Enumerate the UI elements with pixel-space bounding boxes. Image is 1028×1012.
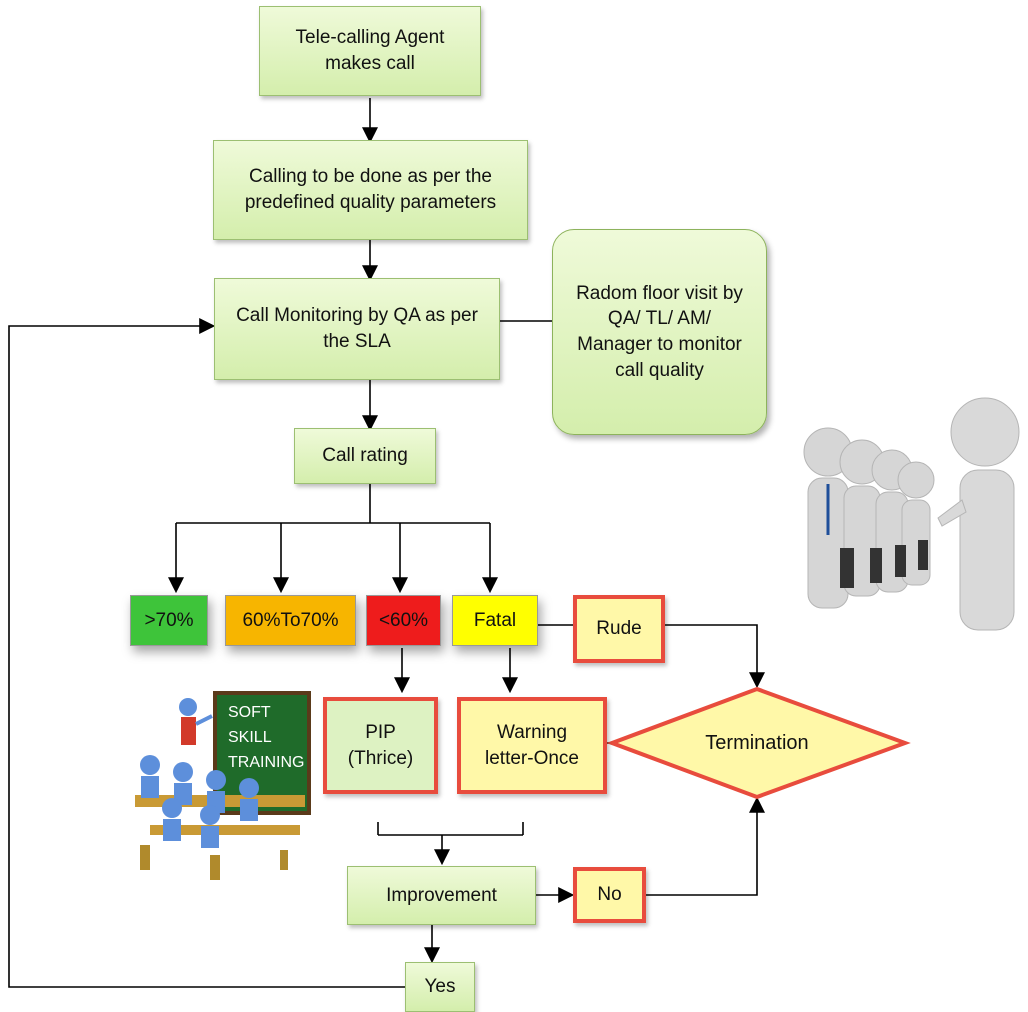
no-box: No [573, 867, 646, 923]
call-monitoring-box: Call Monitoring by QA as per the SLA [214, 278, 500, 380]
60-to-70-box: 60%To70% [225, 595, 356, 646]
chalkboard [213, 691, 311, 815]
below-60-box: <60% [366, 595, 441, 646]
fatal-box: Fatal [452, 595, 538, 646]
warning-box: Warning letter-Once [457, 697, 607, 794]
manager-team-illustration [803, 397, 1020, 631]
soft-skill-training-illustration: SOFT SKILL TRAINING [135, 691, 311, 880]
calling-parameters-box: Calling to be done as per the predefined… [213, 140, 528, 240]
rude-box: Rude [573, 595, 665, 663]
improvement-box: Improvement [347, 866, 536, 925]
svg-text:SKILL: SKILL [228, 729, 272, 746]
above-70-box: >70% [130, 595, 208, 646]
arrow-no-to-termination [646, 796, 765, 896]
arrow-rude-to-termination [665, 624, 765, 689]
arrow-yes-loop-to-monitor [8, 318, 405, 988]
agent-call-box: Tele-calling Agent makes call [259, 6, 481, 96]
svg-text:SOFT: SOFT [228, 704, 271, 721]
yes-box: Yes [405, 962, 475, 1012]
termination-diamond [606, 686, 911, 800]
floor-visit-box: Radom floor visit by QA/ TL/ AM/ Manager… [552, 229, 767, 435]
pip-box: PIP (Thrice) [323, 697, 438, 794]
termination-label: Termination [705, 732, 809, 754]
svg-text:TRAINING: TRAINING [228, 754, 304, 771]
call-rating-box: Call rating [294, 428, 436, 484]
